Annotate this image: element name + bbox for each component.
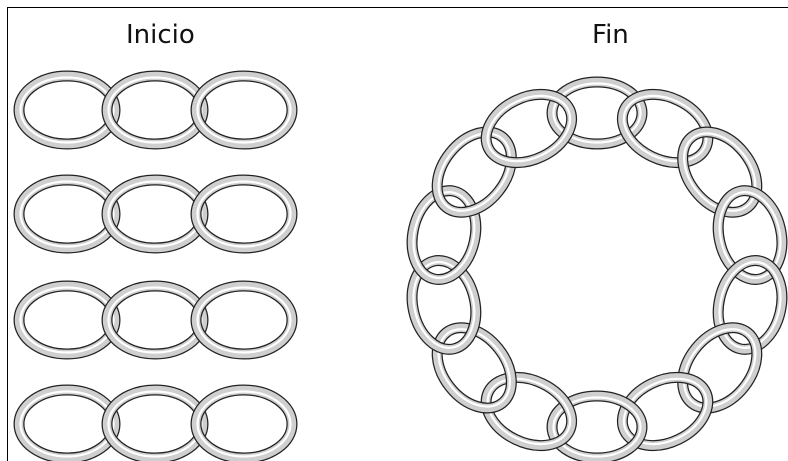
- ring-link: [546, 390, 648, 461]
- ring-link: [616, 88, 714, 169]
- chain-link: [190, 280, 298, 360]
- ring-link: [546, 76, 648, 150]
- chain-link: [101, 70, 209, 150]
- ring-link: [616, 371, 714, 452]
- ring-chain: [406, 76, 788, 461]
- start-chains: [13, 70, 298, 461]
- chain-link: [13, 384, 121, 461]
- ring-link: [712, 255, 788, 355]
- ring-link: [406, 255, 482, 355]
- ring-link: [431, 126, 517, 218]
- end-heading: Fin: [592, 20, 629, 50]
- ring-link: [480, 371, 578, 452]
- chain-link: [190, 70, 298, 150]
- chain-link: [13, 70, 121, 150]
- chain-link: [101, 384, 209, 461]
- ring-link: [677, 322, 763, 414]
- chain-link: [101, 280, 209, 360]
- ring-link: [431, 322, 517, 414]
- chain-link: [190, 384, 298, 461]
- chain-link: [101, 174, 209, 254]
- chain-link: [190, 174, 298, 254]
- ring-link: [480, 88, 578, 169]
- diagram-frame: Inicio Fin: [7, 7, 788, 461]
- ring-link: [712, 185, 788, 285]
- ring-link: [677, 126, 763, 218]
- start-heading: Inicio: [126, 20, 195, 50]
- chain-link: [13, 174, 121, 254]
- chain-link: [13, 280, 121, 360]
- ring-link: [406, 185, 482, 285]
